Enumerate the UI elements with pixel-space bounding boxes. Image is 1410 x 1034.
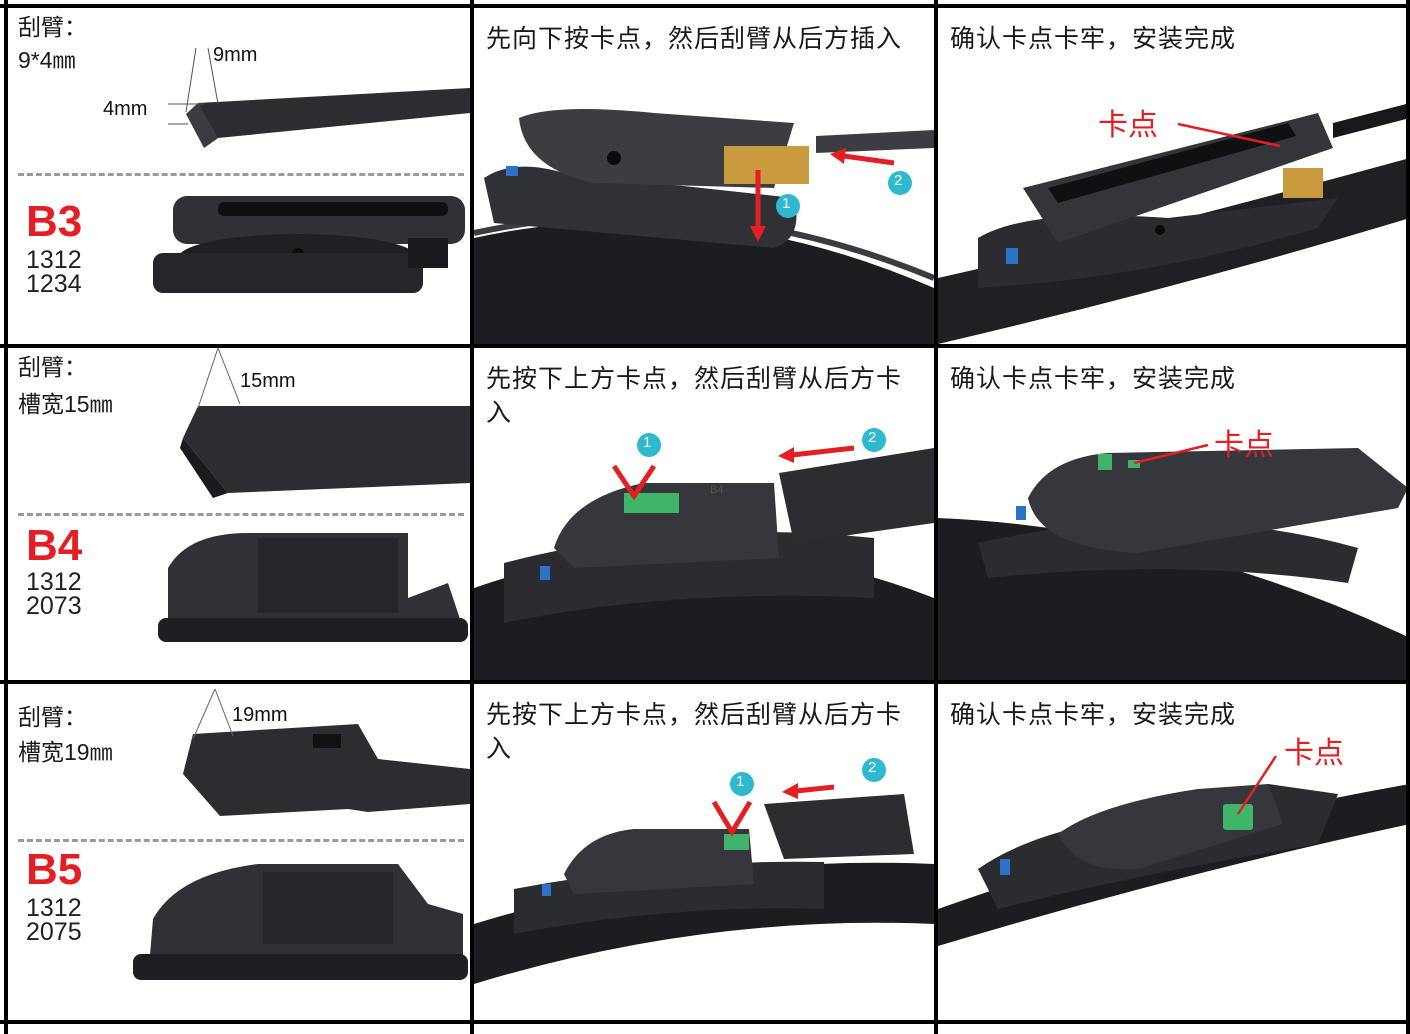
row3-step1-cell: 先按下上方卡点，然后刮臂从后方卡入 1 2 bbox=[474, 684, 934, 1020]
arm-illustration bbox=[158, 348, 470, 642]
row2-arm-cell: 刮臂： 槽宽15㎜ 15mm B4 1312 2073 bbox=[8, 348, 470, 680]
clip-callout: 卡点 bbox=[1098, 108, 1158, 143]
step-instruction: 确认卡点卡牢，安装完成 bbox=[950, 364, 1237, 393]
step-badge: 2 bbox=[868, 429, 877, 446]
table-border bbox=[470, 0, 474, 1034]
dimension-label: 19mm bbox=[232, 704, 288, 726]
row1-arm-cell: 刮臂： 9*4㎜ 9mm 4mm B3 1312 1234 bbox=[8, 8, 470, 344]
arm-label: 刮臂： bbox=[18, 355, 87, 381]
step-badge: 1 bbox=[782, 195, 791, 212]
part-mark: B4 bbox=[710, 484, 724, 496]
table-border bbox=[0, 1020, 1410, 1024]
step2-illustration bbox=[938, 443, 1410, 680]
row2-step1-cell: 先按下上方卡点，然后刮臂从后方卡入 1 2 B4 bbox=[474, 348, 934, 680]
divider bbox=[18, 513, 464, 516]
part-number: 1312 bbox=[26, 894, 82, 922]
step-instruction: 先按下上方卡点，然后刮臂从后方卡入 bbox=[486, 700, 903, 763]
part-number: 1234 bbox=[26, 270, 82, 298]
model-code: B3 bbox=[26, 197, 83, 246]
arm-label: 刮臂： bbox=[18, 15, 87, 41]
step2-illustration bbox=[938, 755, 1410, 946]
step1-illustration bbox=[474, 109, 934, 344]
arm-size: 槽宽19㎜ bbox=[18, 739, 113, 765]
step-instruction: 确认卡点卡牢，安装完成 bbox=[950, 24, 1237, 53]
step-instruction: 先向下按卡点，然后刮臂从后方插入 bbox=[486, 24, 903, 53]
step-instruction: 确认卡点卡牢，安装完成 bbox=[950, 700, 1237, 729]
model-code: B5 bbox=[26, 845, 83, 894]
step-badge: 2 bbox=[894, 172, 903, 189]
part-number: 2073 bbox=[26, 592, 82, 620]
arm-illustration bbox=[153, 47, 470, 293]
step-instruction: 先按下上方卡点，然后刮臂从后方卡入 bbox=[486, 364, 903, 427]
arm-size: 9*4㎜ bbox=[18, 47, 76, 73]
part-number: 1312 bbox=[26, 568, 82, 596]
row1-step2-cell: 确认卡点卡牢，安装完成 卡点 bbox=[938, 8, 1410, 344]
divider bbox=[18, 839, 464, 842]
part-number: 1312 bbox=[26, 246, 82, 274]
dimension-label: 4mm bbox=[103, 98, 148, 120]
arm-illustration bbox=[133, 688, 470, 980]
clip-callout: 卡点 bbox=[1284, 736, 1344, 771]
row2-step2-cell: 确认卡点卡牢，安装完成 卡点 bbox=[938, 348, 1410, 680]
arm-label: 刮臂： bbox=[18, 705, 87, 731]
step1-illustration bbox=[474, 428, 934, 680]
row3-arm-cell: 刮臂： 槽宽19㎜ 19mm B5 1312 2075 bbox=[8, 684, 470, 1020]
dimension-label: 9mm bbox=[213, 44, 258, 66]
step2-illustration bbox=[938, 103, 1410, 344]
dimension-label: 15mm bbox=[240, 370, 296, 392]
part-number: 2075 bbox=[26, 918, 82, 946]
table-border bbox=[0, 4, 1410, 8]
row1-step1-cell: 先向下按卡点，然后刮臂从后方插入 1 2 bbox=[474, 8, 934, 344]
table-border bbox=[0, 344, 1410, 348]
step-badge: 2 bbox=[868, 759, 877, 776]
arm-size: 槽宽15㎜ bbox=[18, 391, 113, 417]
model-code: B4 bbox=[26, 521, 83, 570]
step-badge: 1 bbox=[736, 773, 745, 790]
table-border bbox=[4, 0, 8, 1034]
divider bbox=[18, 173, 464, 176]
table-border bbox=[0, 680, 1410, 684]
step1-illustration bbox=[474, 758, 934, 984]
clip-callout: 卡点 bbox=[1214, 428, 1274, 463]
step-badge: 1 bbox=[643, 434, 652, 451]
table-border bbox=[1406, 0, 1410, 1034]
row3-step2-cell: 确认卡点卡牢，安装完成 卡点 bbox=[938, 684, 1410, 1020]
table-border bbox=[934, 0, 938, 1034]
